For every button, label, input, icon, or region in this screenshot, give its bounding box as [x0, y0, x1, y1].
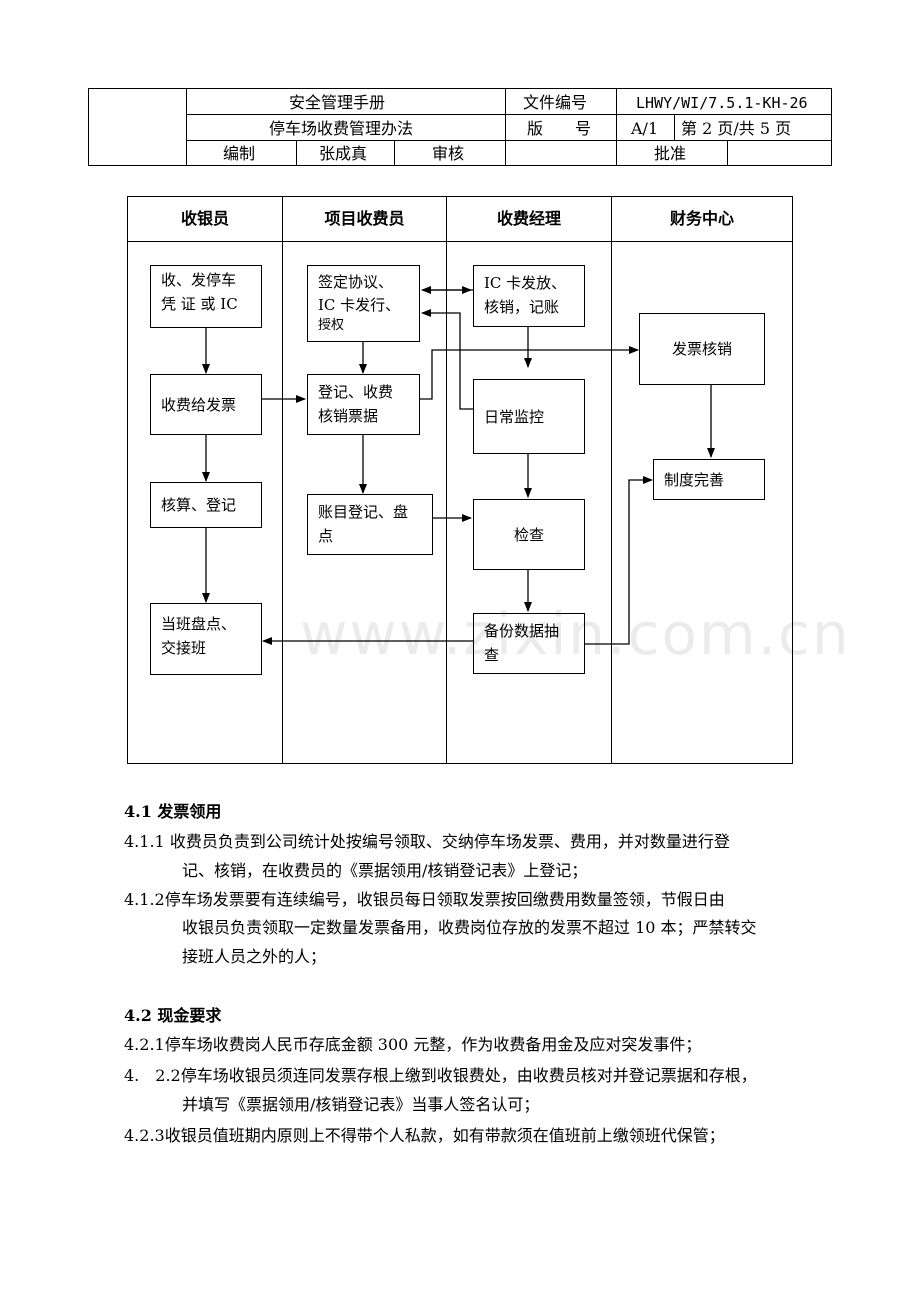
clause-4-2-1: 4.2.1停车场收费岗人民币存底金额 300 元整，作为收费备用金及应对突发事件… — [124, 1030, 836, 1059]
box-line: 账目登记、盘 — [318, 503, 409, 521]
clause-number: 4.2.1 — [124, 1035, 165, 1054]
box-line: 授权 — [318, 318, 345, 333]
version-value: A/1 — [631, 119, 659, 138]
clause-line: 停车场收费岗人民币存底金额 300 元整，作为收费备用金及应对突发事件； — [164, 1035, 702, 1054]
box-daily-monitor: 日常监控 — [473, 379, 585, 454]
clause-4-2-2: 4. 2.2停车场收银员须连同发票存根上缴到收银费处，由收费员核对并登记票据和存… — [124, 1061, 836, 1090]
box-charge-invoice: 收费给发票 — [150, 374, 262, 435]
box-line: 登记、收费 — [318, 383, 394, 401]
compiler-name: 张成真 — [319, 144, 368, 163]
box-line: IC 卡发放、 — [484, 274, 567, 292]
box-ic-card: IC 卡发放、 核销，记账 — [473, 265, 585, 327]
watermark-text: www.zixin.com.cn — [300, 600, 851, 668]
box-system-improve: 制度完善 — [653, 459, 765, 500]
document-header-table: 安全管理手册 停车场收费管理办法 文件编号 LHWY/WI/7.5.1-KH-2… — [88, 88, 832, 166]
box-line: 备份数据抽 — [484, 622, 560, 640]
clause-4-1-1-cont: 记、核销，在收费员的《票据领用/核销登记表》上登记； — [182, 861, 588, 880]
lane-project-collector: 项目收费员 — [324, 209, 405, 228]
box-backup-check: 备份数据抽 查 — [473, 613, 585, 674]
box-register-charge: 登记、收费 核销票据 — [307, 374, 420, 435]
clause-4-1-2-cont: 收银员负责领取一定数量发票备用，收费岗位存放的发票不超过 10 本；严禁转交 — [182, 918, 757, 937]
box-line: 核销，记账 — [484, 298, 560, 316]
clause-4-1-1: 4.1.1 收费员负责到公司统计处按编号领取、交纳停车场发票、费用，并对数量进行… — [124, 827, 836, 856]
box-sign-agreement: 签定协议、 IC 卡发行、 授权 — [307, 265, 420, 342]
compile-label: 编制 — [223, 144, 256, 163]
file-number-value: LHWY/WI/7.5.1-KH-26 — [636, 94, 808, 112]
review-label: 审核 — [432, 144, 465, 163]
document-title: 停车场收费管理办法 — [269, 119, 414, 138]
box-inspection: 检查 — [473, 499, 585, 570]
version-label: 版 号 — [527, 119, 592, 138]
section-title-4-1: 4.1 发票领用 — [124, 802, 222, 821]
clause-number: 4.2.3 — [124, 1126, 165, 1145]
lane-fee-manager: 收费经理 — [496, 209, 561, 228]
flow-arrows — [202, 286, 715, 645]
box-issue-voucher: 收、发停车 凭 证 或 IC — [150, 265, 262, 328]
lane-finance-center: 财务中心 — [669, 209, 734, 228]
box-line: 凭 证 或 IC — [161, 295, 238, 313]
box-line: IC 卡发行、 — [318, 296, 401, 314]
box-account-register: 核算、登记 — [150, 482, 262, 528]
box-invoice-cancel: 发票核销 — [639, 313, 765, 385]
box-line: 核销票据 — [318, 407, 379, 425]
box-shift-handover: 当班盘点、 交接班 — [150, 603, 262, 675]
box-line: 点 — [318, 527, 334, 545]
approve-label: 批准 — [654, 144, 687, 163]
manual-title: 安全管理手册 — [289, 93, 386, 112]
section-title-4-2: 4.2 现金要求 — [124, 1006, 222, 1025]
clause-number: 4.1.2 — [124, 890, 165, 909]
clause-4-1-2-cont: 接班人员之外的人； — [182, 947, 327, 966]
box-line: 交接班 — [161, 639, 207, 657]
clause-line: 停车场发票要有连续编号，收银员每日领取发票按回缴费用数量签领，节假日由 — [164, 890, 725, 909]
clause-4-1-2: 4.1.2停车场发票要有连续编号，收银员每日领取发票按回缴费用数量签领，节假日由 — [124, 885, 836, 914]
box-line: 收、发停车 — [161, 271, 237, 289]
lane-cashier: 收银员 — [180, 209, 229, 228]
clause-4-2-3: 4.2.3收银员值班期内原则上不得带个人私款，如有带款须在值班前上缴领班代保管； — [124, 1121, 836, 1150]
process-flowchart: 收银员 项目收费员 收费经理 财务中心 — [127, 196, 793, 764]
box-line: 当班盘点、 — [161, 615, 237, 633]
file-number-label: 文件编号 — [523, 93, 588, 112]
box-line: 签定协议、 — [318, 273, 394, 291]
clause-4-2-2-cont: 并填写《票据领用/核销登记表》当事人签名认可； — [182, 1095, 540, 1114]
clause-line: 停车场收银员须连同发票存根上缴到收银费处，由收费员核对并登记票据和存根， — [180, 1066, 757, 1085]
clause-line: 收银员值班期内原则上不得带个人私款，如有带款须在值班前上缴领班代保管； — [164, 1126, 725, 1145]
page-number: 第 2 页/共 5 页 — [681, 119, 792, 138]
clause-number: 4.1.1 — [124, 832, 165, 851]
box-line: 查 — [484, 646, 500, 664]
box-ledger-inventory: 账目登记、盘 点 — [307, 494, 433, 555]
clause-line: 收费员负责到公司统计处按编号领取、交纳停车场发票、费用，并对数量进行登 — [169, 832, 730, 851]
clause-number: 4. 2.2 — [124, 1066, 181, 1085]
